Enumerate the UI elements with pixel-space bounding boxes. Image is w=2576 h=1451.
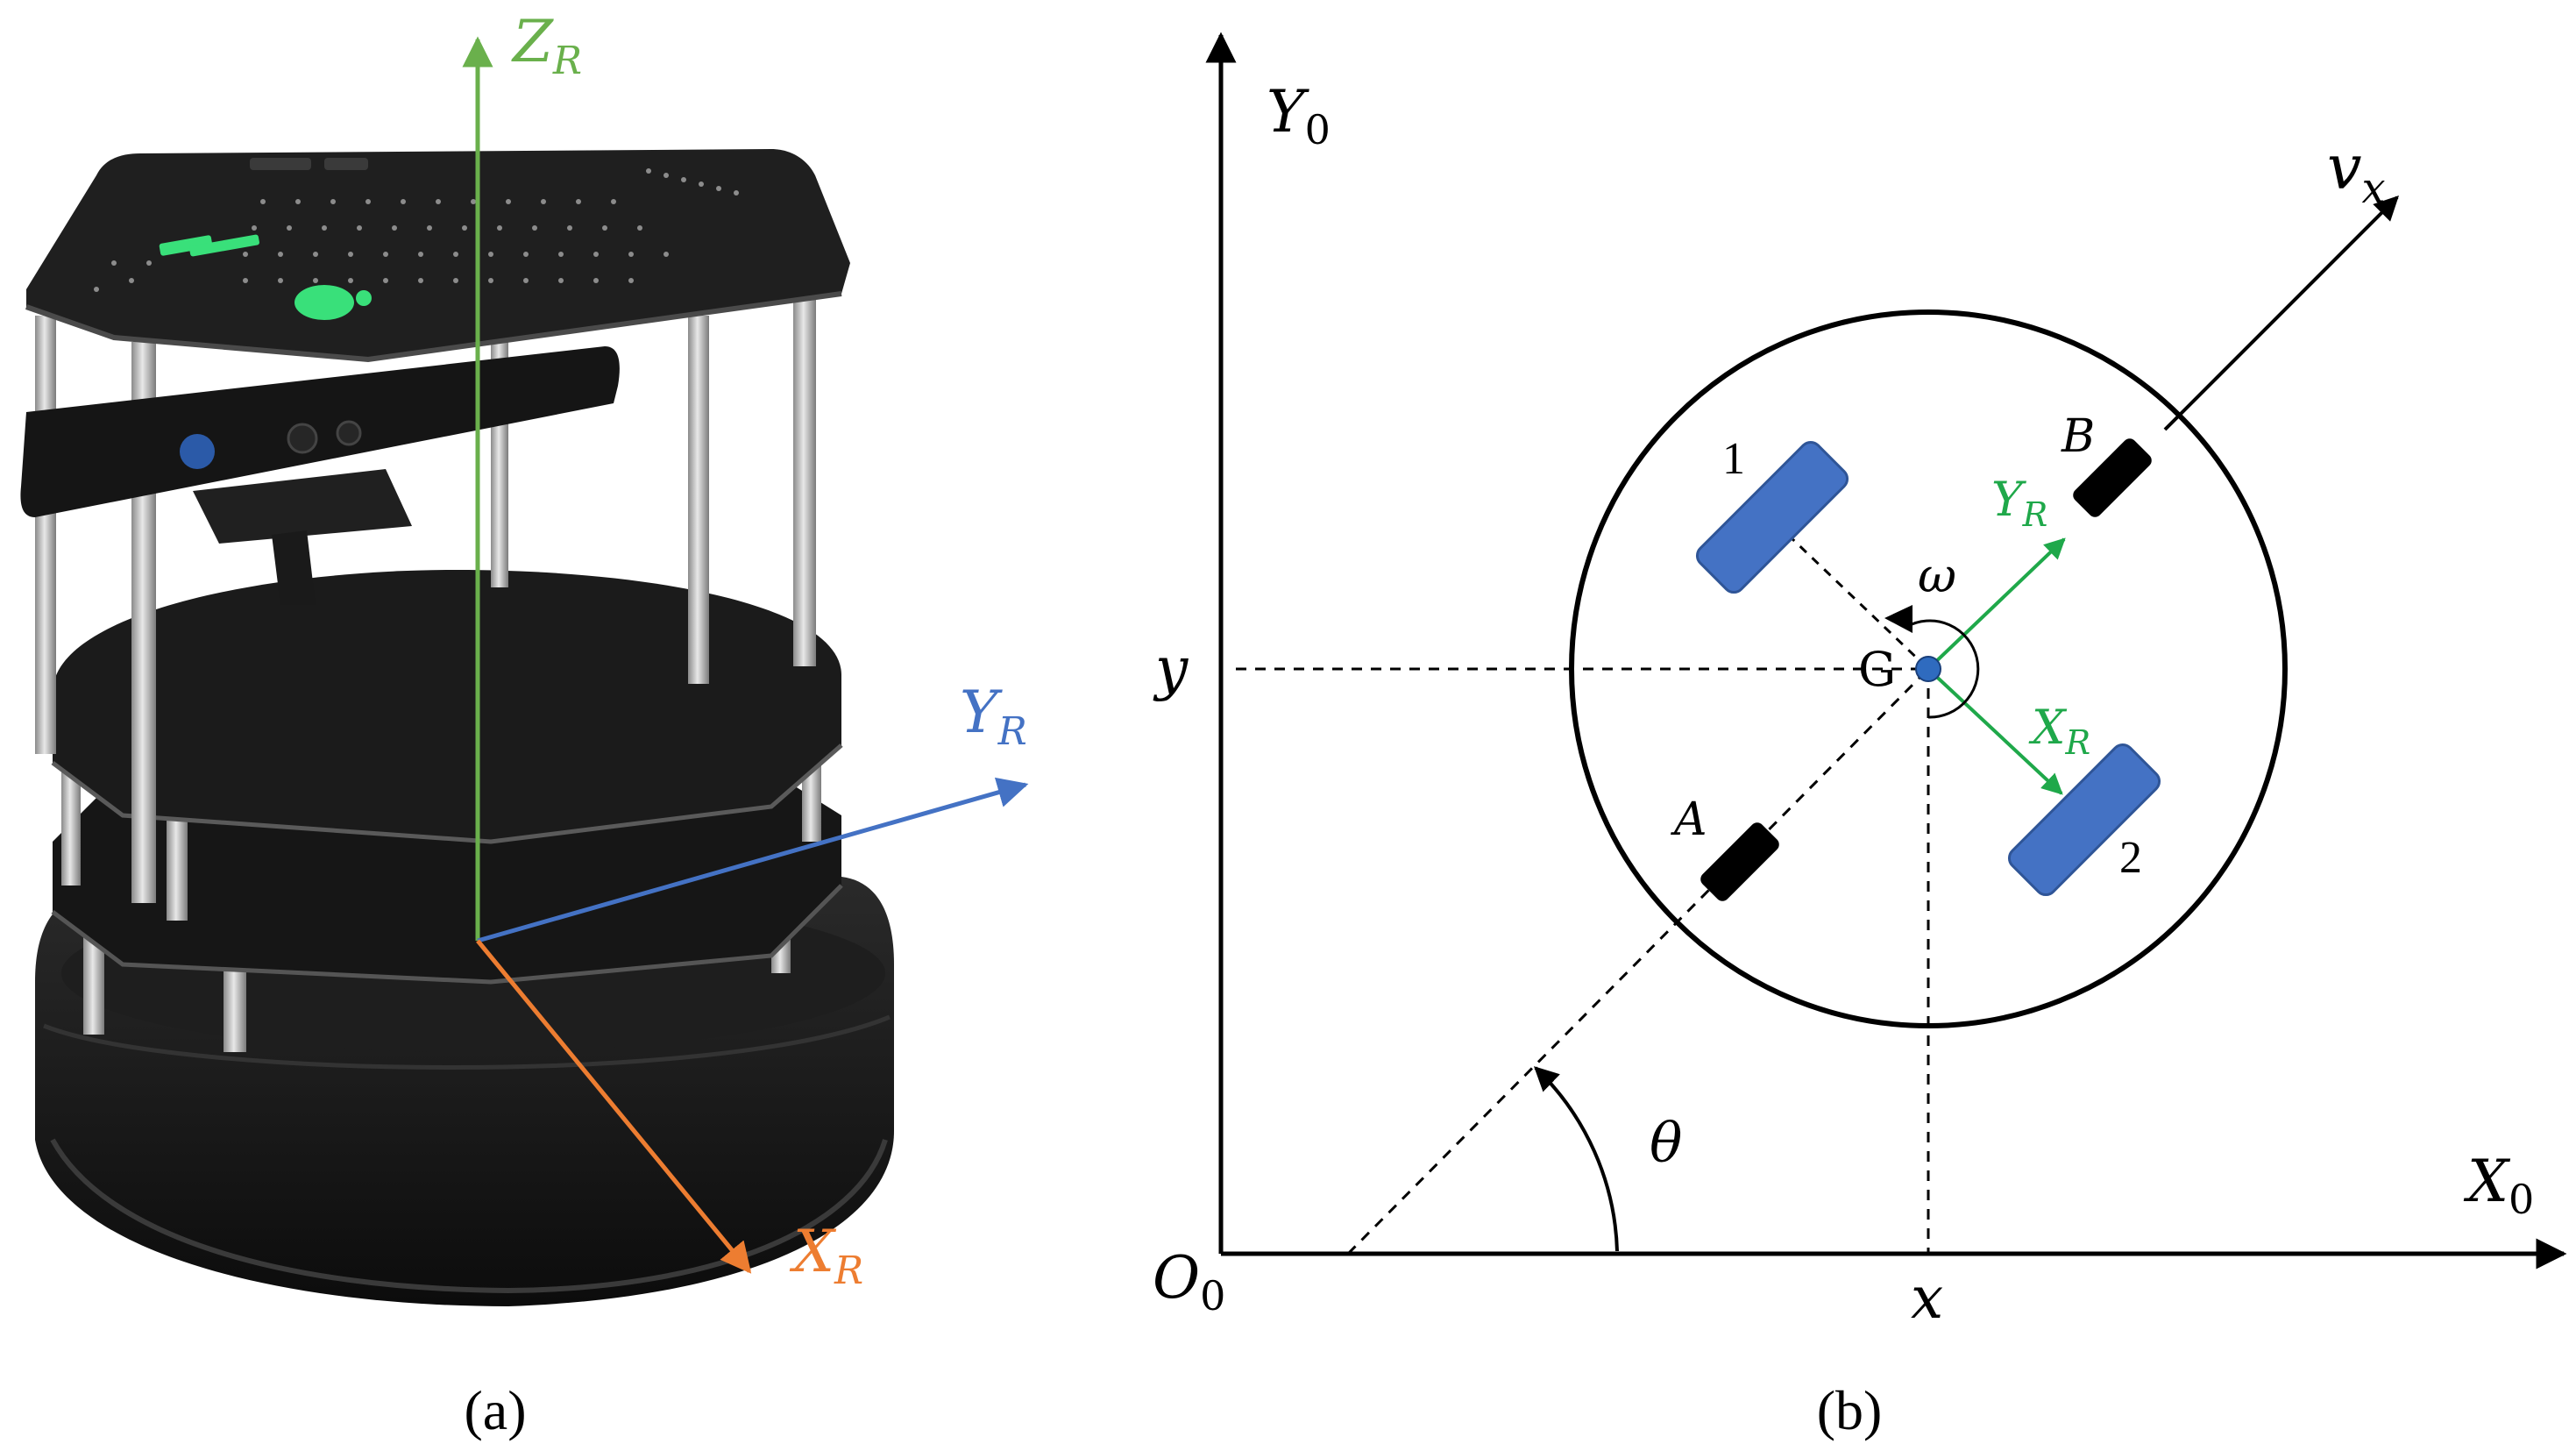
top-plate-holes (94, 168, 739, 292)
theta-label: θ (1650, 1111, 1682, 1175)
x-coordinate-label: x (1911, 1264, 1943, 1332)
theta-arc (1533, 1066, 1619, 1252)
pillar (688, 316, 709, 684)
robot-top-plate-edge (25, 291, 842, 363)
turtlebot-logo (159, 234, 372, 320)
x0-label: X0 (2463, 1148, 2534, 1223)
vx-label: vx (2327, 132, 2386, 213)
y0-label: Y0 (1267, 78, 1331, 153)
omega-arrowhead (1884, 605, 1912, 633)
o0-label: O0 (1153, 1244, 1225, 1319)
wheel-1-label: 1 (1722, 434, 1745, 484)
robot-base-bumper-line (43, 1014, 891, 1070)
top-plate-slot (324, 158, 368, 170)
pillar (35, 316, 56, 754)
wheel-2-label: 2 (2119, 833, 2142, 883)
robot-xr-axis (1927, 667, 2063, 795)
y-axis-arrow (477, 777, 1029, 943)
vx-arrow (2163, 196, 2399, 431)
panel-b-diagram: Y0 X0 O0 y x θ vx 1 2 A B YR XR (1153, 32, 2567, 1441)
panel-a-caption: (a) (464, 1379, 526, 1441)
robot-yr-axis (1927, 537, 2066, 671)
pillar (793, 298, 816, 666)
caster-b (2073, 438, 2152, 517)
robot-middle-plate (53, 570, 841, 842)
robot-top-plate (26, 149, 850, 359)
y-axis-label: YR (960, 679, 1027, 754)
caster-b-label: B (2061, 410, 2095, 463)
x-axis-arrow (476, 939, 752, 1274)
heading-line (1346, 667, 1930, 1255)
xr-label: XR (2028, 700, 2090, 762)
z-axis-label: ZR (511, 8, 582, 83)
panel-a-robot: ZR YR XR (a) (20, 8, 1029, 1441)
top-plate-slot (250, 158, 311, 170)
panel-b-caption: (b) (1817, 1379, 1883, 1441)
omega-arc (1905, 619, 1980, 719)
kinect-sensor (20, 346, 620, 605)
center-g-label: G (1858, 642, 1896, 697)
yr-label: YR (1991, 472, 2047, 534)
omega-label: ω (1918, 548, 1956, 603)
x-axis-label: XR (789, 1218, 863, 1293)
center-g-point (1915, 656, 1941, 682)
wheel-2 (2007, 743, 2161, 897)
robot-outline (1569, 309, 2288, 1028)
robot-middle-plate-edge (51, 743, 843, 844)
caster-a (1700, 822, 1779, 901)
robot-lower-plate-edge (51, 884, 843, 985)
y-coordinate-label: y (1153, 635, 1189, 702)
wheel-1 (1695, 440, 1849, 594)
robot-base-rim (50, 1138, 888, 1294)
caster-a-label: A (1671, 793, 1707, 846)
